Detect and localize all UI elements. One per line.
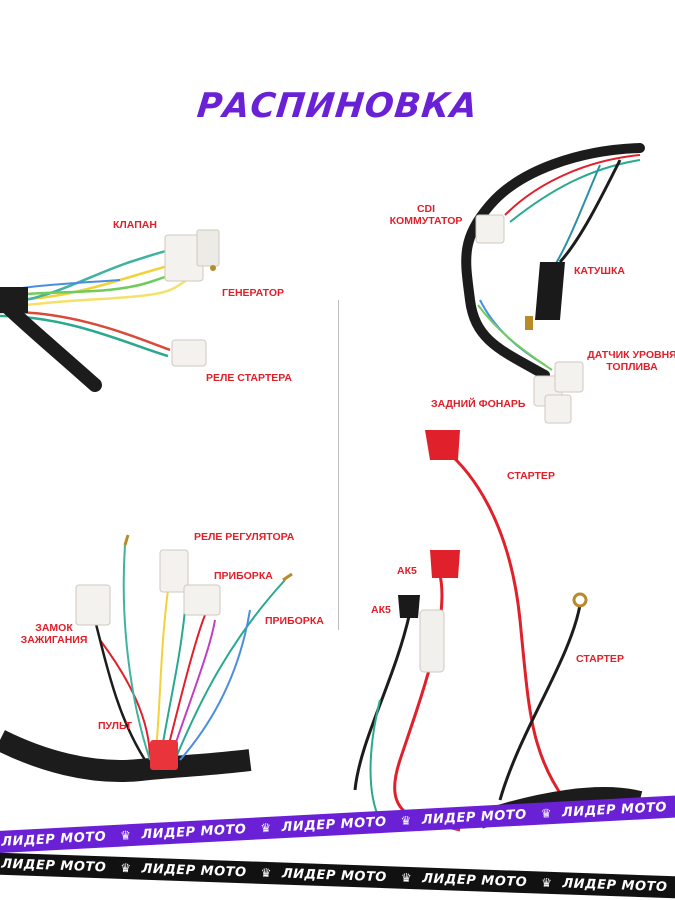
crown-icon: ♛ [119,828,132,843]
ribbon-brand-text: ЛИДЕР МОТО [0,828,107,850]
label-datchik: ДАТЧИК УРОВНЯ ТОПЛИВА [586,349,675,373]
label-cdi-line1: CDI [416,203,436,215]
label-generator: ГЕНЕРАТОР [222,287,285,299]
ribbon-brand-item: ♛ ЛИДЕР МОТО [400,807,527,829]
ribbon-brand-text: ЛИДЕР МОТО [421,806,528,828]
ribbon-brand-text: ЛИДЕР МОТО [141,821,247,843]
label-rele-startera: РЕЛЕ СТАРТЕРА [206,372,292,384]
label-priborka-1: ПРИБОРКА [214,570,273,582]
ribbon-brand-text: ЛИДЕР МОТО [281,814,387,835]
label-rele-regulyatora: РЕЛЕ РЕГУЛЯТОРА [194,531,295,543]
crown-icon: ♛ [540,806,553,821]
label-cdi: CDI КОММУТАТОР [388,203,464,227]
label-starter-bottom: СТАРТЕР [576,653,624,665]
label-zadniy-fonar: ЗАДНИЙ ФОНАРЬ [431,398,526,410]
label-klapan: КЛАПАН [113,219,157,231]
harness-bottom-left [0,534,293,782]
harness-bottom-right [353,430,643,832]
label-ak5-top: АК5 [397,565,417,577]
label-zamok-line2: ЗАЖИГАНИЯ [20,634,88,646]
ribbon-brand-text: ЛИДЕР МОТО [421,870,528,890]
ribbon-brand-text: ЛИДЕР МОТО [281,866,388,885]
ribbon-brand-item: ♛ ЛИДЕР МОТО [260,865,388,885]
crown-icon: ♛ [259,820,272,836]
center-divider [338,300,339,630]
crown-icon: ♛ [400,870,413,886]
ribbon-brand-item: ♛ ЛИДЕР МОТО [120,822,247,844]
ribbon-brand-item: ♛ ЛИДЕР МОТО [400,870,528,890]
ribbon-brand-item: ♛ ЛИДЕР МОТО [540,875,668,895]
label-cdi-line2: КОММУТАТОР [389,215,463,227]
ribbon-brand-text: ЛИДЕР МОТО [561,799,668,820]
ribbon-brand-item: ♛ЛИДЕР МОТО [0,829,107,851]
harness-top-right [461,143,645,424]
ribbon-brand-text: ЛИДЕР МОТО [0,856,107,875]
label-pult: ПУЛЬТ [98,720,132,732]
label-datchik-line2: ТОПЛИВА [606,361,658,373]
label-datchik-line1: ДАТЧИК УРОВНЯ [587,349,675,361]
harness-top-left [0,229,220,392]
ribbon-brand-text: ЛИДЕР МОТО [141,861,247,880]
ribbon-brand-item: ♛ ЛИДЕР МОТО [260,814,387,836]
label-ak5-bottom: АК5 [371,604,391,616]
label-priborka-2: ПРИБОРКА [265,615,324,627]
label-zamok-line1: ЗАМОК [35,622,73,634]
ribbon-brand-item: ♛ ЛИДЕР МОТО [120,860,247,880]
ribbon-brand-text: ЛИДЕР МОТО [562,875,668,895]
crown-icon: ♛ [260,865,273,881]
label-katushka: КАТУШКА [574,265,625,277]
ribbon-brand-item: ♛ ЛИДЕР МОТО [540,800,667,822]
label-zamok: ЗАМОК ЗАЖИГАНИЯ [16,622,92,646]
crown-icon: ♛ [120,860,132,876]
label-starter-top: СТАРТЕР [507,470,555,482]
crown-icon: ♛ [540,875,553,890]
crown-icon: ♛ [400,813,413,828]
ribbon-brand-item: ♛ЛИДЕР МОТО [0,856,107,875]
